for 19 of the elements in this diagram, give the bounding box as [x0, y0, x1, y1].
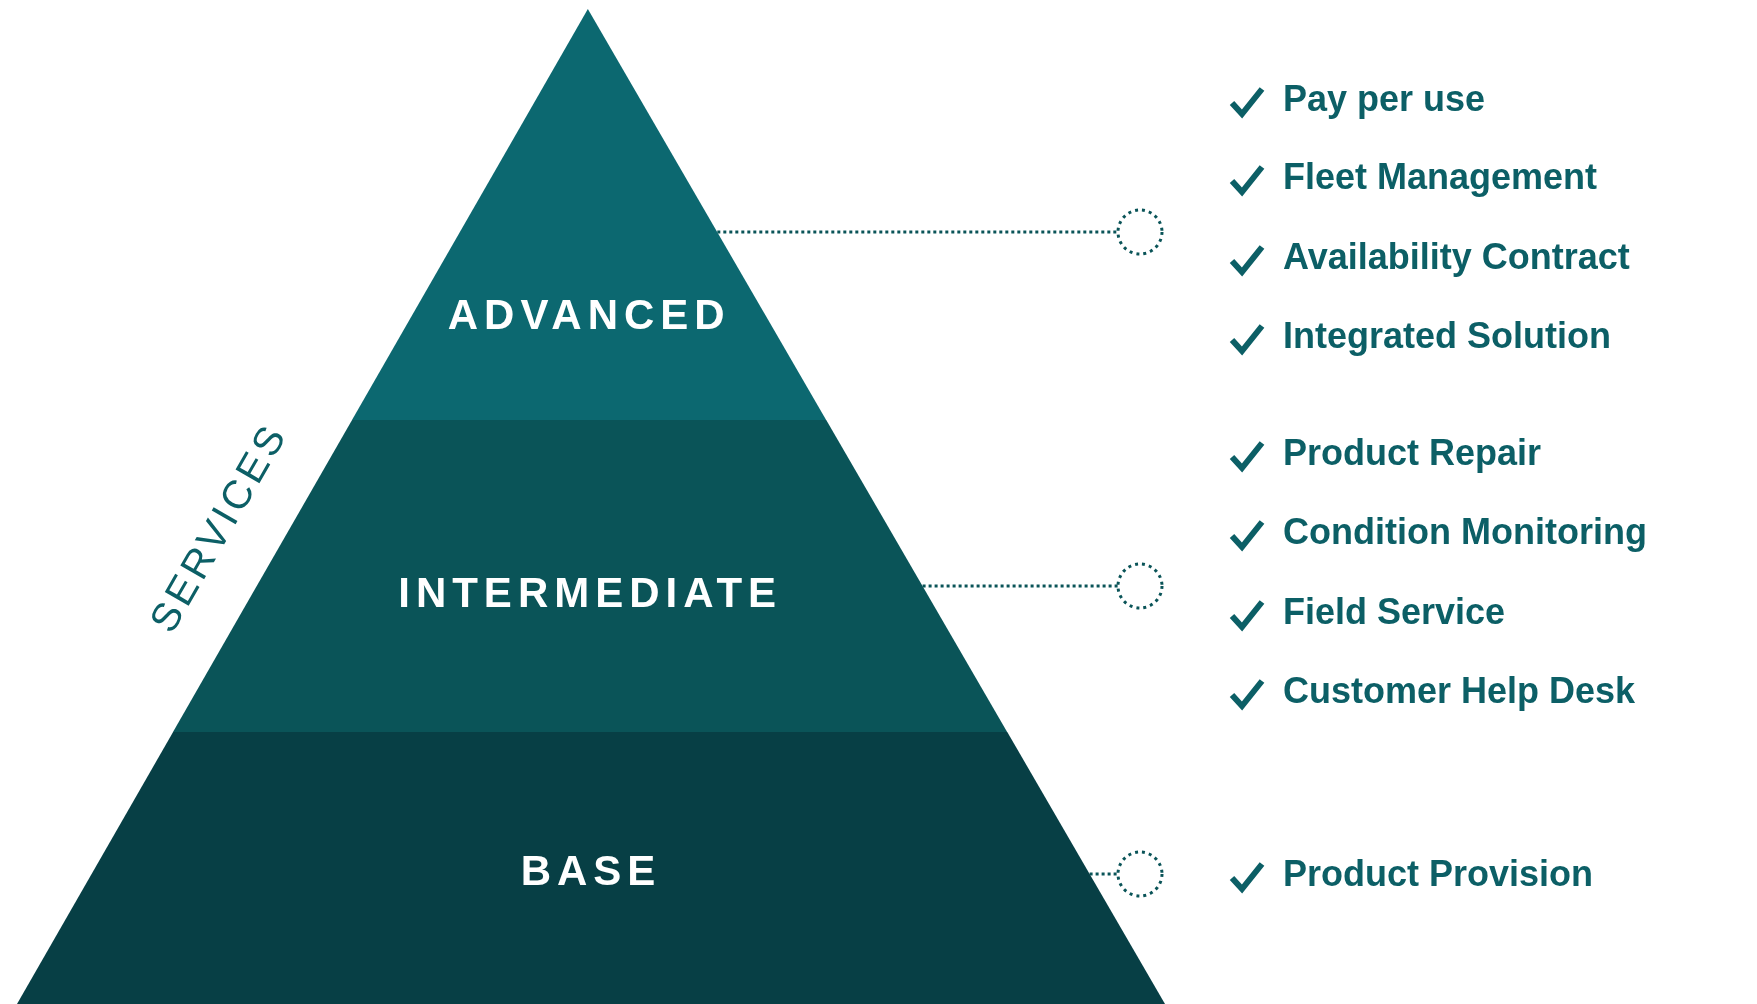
dotted-connector [922, 584, 1118, 588]
tier-label: ADVANCED [446, 291, 732, 339]
pyramid-tier [352, 9, 827, 420]
feature-item: Condition Monitoring [1283, 510, 1647, 554]
feature-item: Field Service [1283, 590, 1506, 634]
dotted-circle [1116, 208, 1164, 256]
feature-item: Integrated Solution [1283, 314, 1611, 358]
feature-item: Product Provision [1283, 852, 1594, 896]
dotted-connector [717, 230, 1118, 234]
feature-item: Pay per use [1283, 77, 1486, 121]
feature-item: Product Repair [1283, 431, 1542, 475]
dotted-connector [1089, 872, 1118, 876]
feature-item: Customer Help Desk [1283, 669, 1636, 713]
feature-item: Fleet Management [1283, 155, 1598, 199]
pyramid-tier [17, 732, 1165, 1004]
dotted-circle [1116, 562, 1164, 610]
feature-item: Availability Contract [1283, 235, 1630, 279]
tier-label: BASE [519, 847, 663, 895]
dotted-circle [1116, 850, 1164, 898]
